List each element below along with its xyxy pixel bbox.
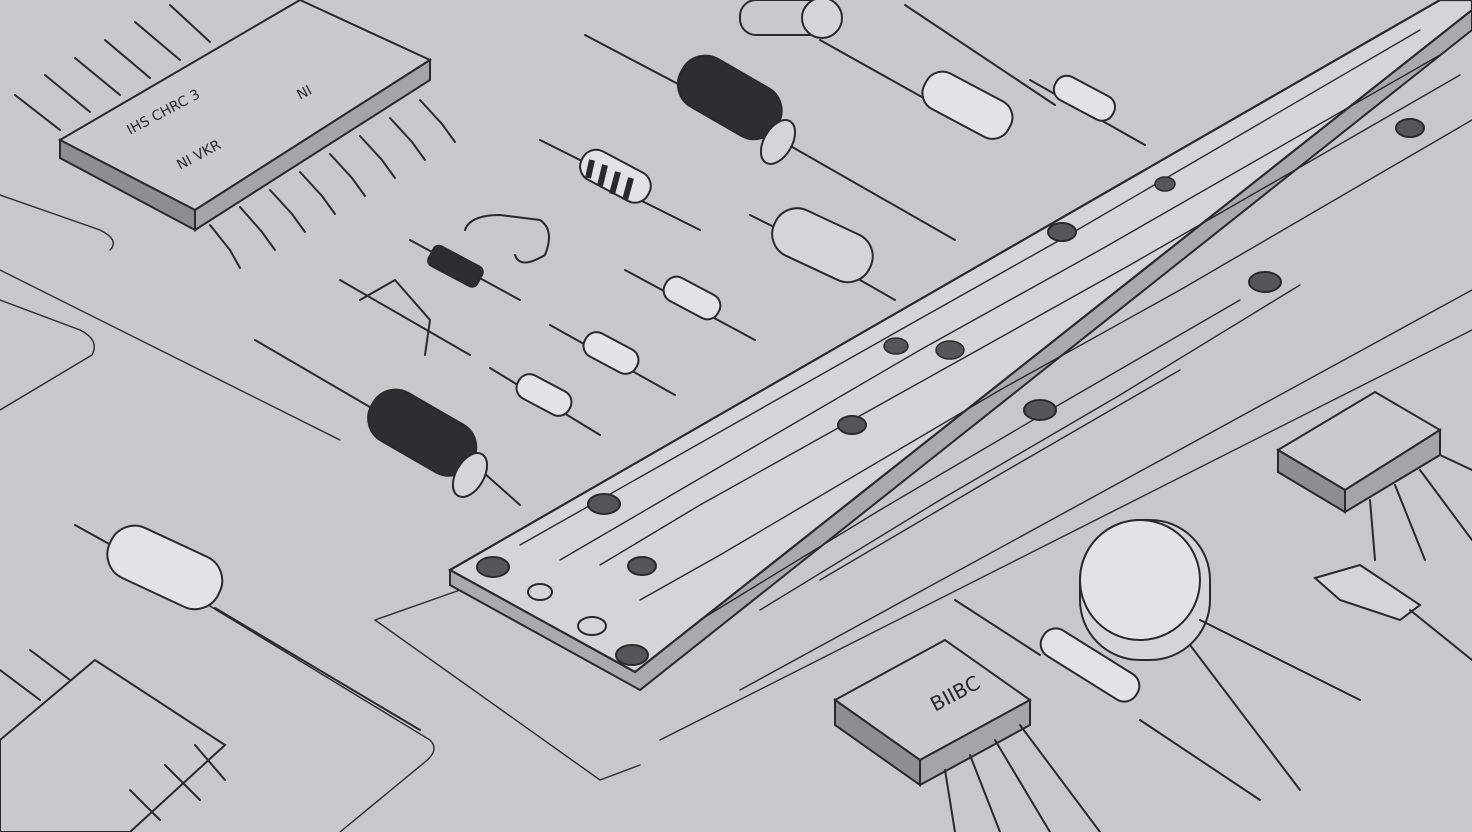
capacitor-gray bbox=[749, 207, 896, 301]
electrolytic-capacitor bbox=[1079, 519, 1361, 791]
resistor-large-left bbox=[74, 524, 421, 731]
diode-bottom bbox=[954, 599, 1261, 801]
ground-wires bbox=[0, 194, 1472, 832]
axial-capacitor-2 bbox=[254, 339, 521, 506]
ic-chip-bottom-left bbox=[0, 649, 227, 832]
ceramic-part bbox=[1312, 563, 1472, 661]
ic-chip-small-bottom: BIIBC bbox=[833, 638, 1101, 832]
pcb-board bbox=[447, 0, 1472, 692]
svg-text:NI: NI bbox=[294, 83, 314, 104]
ic-chip-small-right bbox=[1276, 390, 1472, 561]
axial-capacitor-1 bbox=[584, 34, 956, 241]
resistors-small bbox=[339, 4, 1146, 436]
resistor-striped bbox=[539, 139, 701, 231]
ic-chip-large: IHS CHRC 3 NI VKR NI bbox=[14, 0, 456, 269]
